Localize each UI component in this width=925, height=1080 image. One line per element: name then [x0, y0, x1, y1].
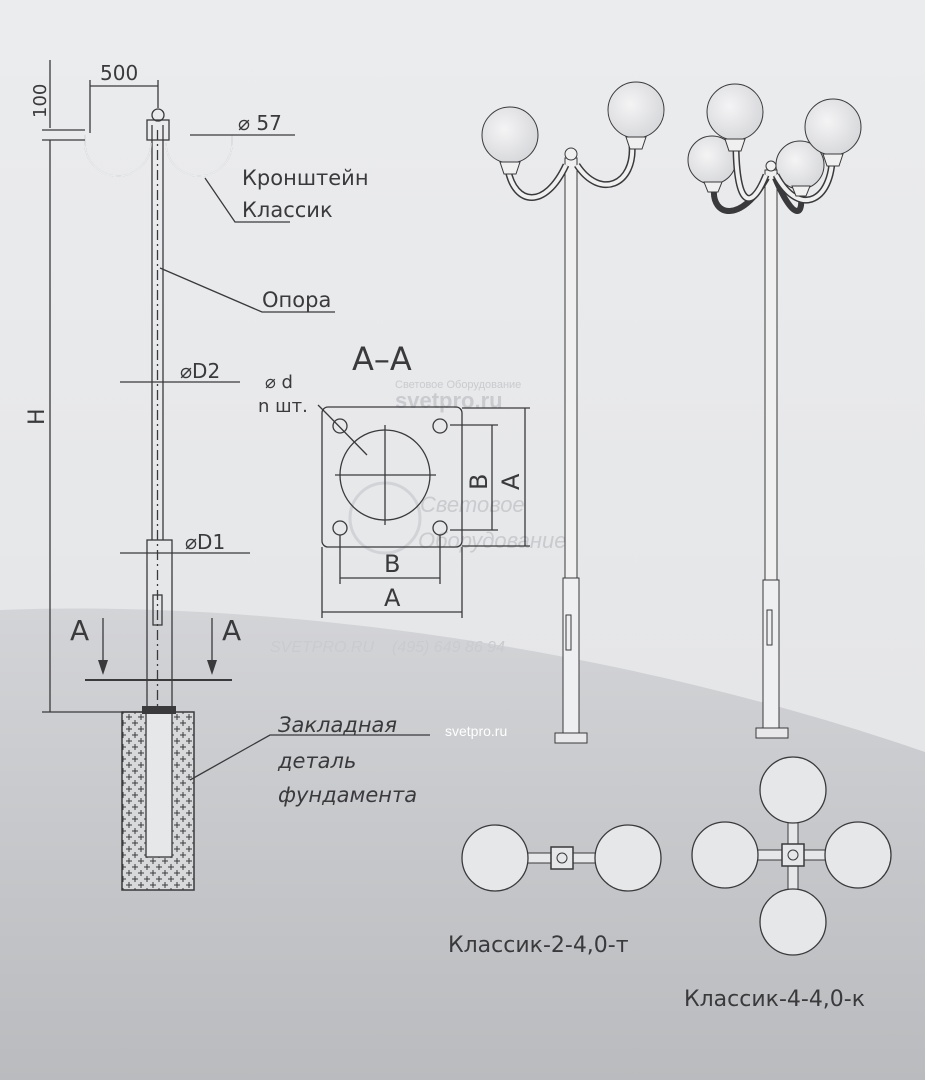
- dim-diameter-top: ⌀D2: [180, 359, 220, 383]
- dim-height: H: [25, 408, 50, 425]
- watermark-company-line2: Оборудование: [418, 528, 566, 553]
- model-two-lamp: Классик-2-4,0-т: [448, 933, 629, 958]
- top-view-four-lamp: [691, 756, 892, 956]
- dim-bracket-span: 500: [100, 61, 138, 85]
- hole-diameter: ⌀ d: [265, 372, 293, 393]
- watermark-site-top: svetpro.ru: [395, 388, 503, 413]
- label-foundation-line2: деталь: [277, 749, 356, 773]
- label-pole: Опора: [262, 288, 331, 312]
- label-bracket-line2: Классик: [242, 198, 333, 222]
- section-title: A–A: [352, 340, 412, 378]
- dim-b-horizontal: B: [384, 550, 400, 578]
- top-view-two-lamp: [461, 824, 662, 892]
- section-mark-right: A: [222, 614, 241, 647]
- watermark-company-small: Световое Оборудование: [395, 379, 521, 391]
- dim-b-vertical: B: [465, 474, 493, 490]
- pole-two-lamp-view: [481, 81, 665, 744]
- watermark-company-line1: Световое: [420, 492, 525, 517]
- model-four-lamp: Классик-4-4,0-к: [684, 987, 865, 1012]
- hole-count: n шт.: [258, 396, 308, 417]
- pole-four-lamp-view: [687, 83, 862, 739]
- flange-section: [317, 404, 530, 618]
- background-ground: [0, 608, 925, 1080]
- label-foundation-line3: фундамента: [278, 783, 417, 807]
- dim-a-vertical: A: [497, 473, 525, 490]
- pole-technical-drawing: [42, 60, 430, 891]
- watermark-site-caps: SVETPRO.RU: [270, 639, 374, 656]
- dim-tube-diameter: ⌀ 57: [238, 111, 282, 135]
- section-mark-left: A: [70, 614, 89, 647]
- watermark-site-bottom: svetpro.ru: [445, 723, 507, 739]
- watermark-phone: (495) 649 86 94: [392, 639, 505, 656]
- dim-diameter-bottom: ⌀D1: [185, 530, 225, 554]
- dim-a-horizontal: A: [384, 584, 401, 612]
- label-foundation-line1: Закладная: [278, 713, 397, 737]
- dim-top-offset: 100: [30, 84, 51, 118]
- label-bracket-line1: Кронштейн: [242, 166, 369, 190]
